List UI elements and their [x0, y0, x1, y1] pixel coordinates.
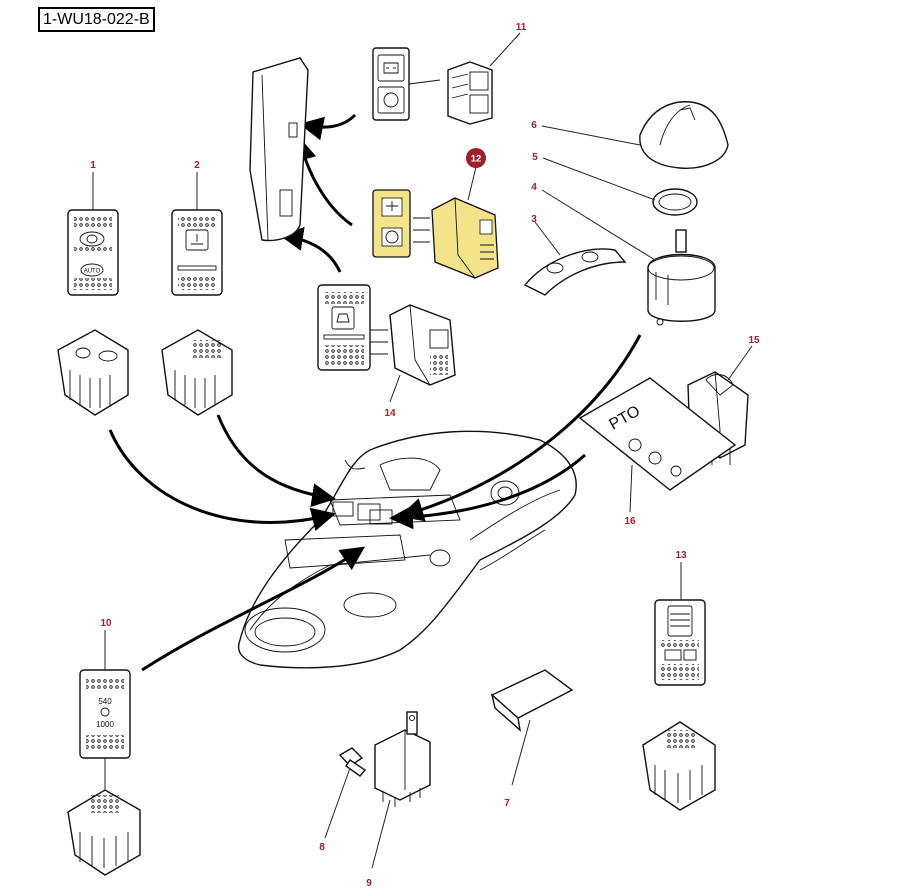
item-4-rotary-switch	[647, 229, 716, 326]
callout-13: 13	[675, 550, 687, 561]
callout-9: 9	[366, 878, 372, 889]
item-7-cover	[490, 669, 574, 786]
speed-540-label: 540	[98, 697, 112, 706]
item-9-relay	[371, 711, 431, 869]
item-12-switch-highlighted	[372, 189, 499, 279]
callout-12-badge	[466, 148, 486, 168]
callout-2: 2	[194, 160, 200, 171]
item-6-knob	[639, 101, 729, 169]
operator-console	[237, 430, 577, 669]
leader-lines	[389, 32, 753, 513]
callout-4: 4	[531, 182, 537, 193]
speed-1000-label: 1000	[96, 720, 114, 729]
callout-14: 14	[384, 408, 396, 419]
callout-10: 10	[100, 618, 112, 629]
callout-15: 15	[748, 335, 760, 346]
callout-1: 1	[90, 160, 96, 171]
callout-12: 12	[471, 154, 482, 165]
item-8-bolt	[324, 747, 367, 839]
callout-5: 5	[532, 152, 538, 163]
item-13-switch	[642, 562, 716, 811]
callout-7: 7	[504, 798, 510, 809]
callout-16: 16	[624, 516, 636, 527]
side-pillar-panel	[249, 57, 309, 242]
callout-6: 6	[531, 120, 537, 131]
callout-numbers: 1 2 3 4 5 6 7 8 9 10 11 12 13 14 15 16	[90, 22, 760, 889]
item-1-switch: AUTO	[57, 172, 129, 416]
auto-label: AUTO	[84, 269, 101, 275]
item-3-bezel-plate	[523, 248, 627, 296]
item-16-pto-decal: PTO	[578, 377, 737, 491]
item-10-switch: 540 1000	[67, 630, 141, 876]
item-5-ring	[652, 188, 698, 216]
callout-3: 3	[531, 214, 537, 225]
callout-11: 11	[516, 22, 527, 33]
callout-8: 8	[319, 842, 325, 853]
item-11-switch	[372, 47, 493, 125]
diagram-reference-id: 1-WU18-022-B	[38, 7, 155, 32]
item-14-switch	[317, 284, 456, 386]
item-2-switch	[161, 172, 233, 416]
